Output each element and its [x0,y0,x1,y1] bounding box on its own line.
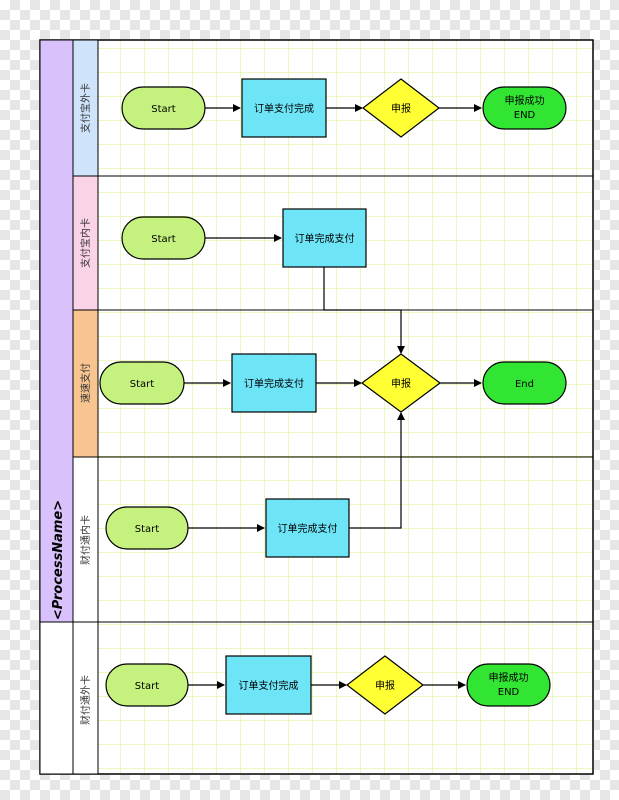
start-label: Start [135,681,160,692]
decision-label: 申报 [375,679,395,692]
start-label: Start [151,104,176,115]
lane5-decision-node[interactable]: 申报 [346,655,424,715]
lane4-process-node[interactable]: 订单完成支付 [265,498,350,558]
start-label: Start [135,524,160,535]
end-label-line2: END [514,110,536,121]
pool-title: <ProcessName> [51,500,66,620]
decision-label: 申报 [391,102,411,115]
process-label: 订单完成支付 [295,232,355,245]
lane-label-1: 支付宝外卡 [79,83,92,133]
lane4-start-node[interactable]: Start [105,506,189,550]
connector-arrow [349,412,405,529]
lane1-start-node[interactable]: Start [121,86,206,130]
lane3-decision-node[interactable]: 申报 [360,353,442,413]
end-label-line2: END [498,687,520,698]
decision-label: 申报 [391,377,411,390]
end-label-line1: 申报成功 [489,671,529,684]
start-label: Start [151,234,176,245]
lane-header-5 [72,621,99,775]
lane3-process-node[interactable]: 订单完成支付 [231,353,317,413]
lane-header-4 [72,456,99,623]
lane1-decision-node[interactable]: 申报 [362,78,440,138]
lane2-process-node[interactable]: 订单完成支付 [282,208,367,268]
end-label: End [515,379,534,390]
process-label: 订单支付完成 [254,102,314,115]
lane-label-2: 支付宝内卡 [79,218,92,268]
connector-arrow [323,267,405,354]
lane-header-2 [72,175,99,311]
process-label: 订单完成支付 [278,522,338,535]
pool-header [39,39,74,623]
lane3-end-node[interactable]: End [482,361,567,405]
process-label: 订单完成支付 [244,377,304,390]
lane5-start-node[interactable]: Start [105,663,189,707]
lane2-start-node[interactable]: Start [121,216,206,260]
lane3-start-node[interactable]: Start [99,361,185,405]
lane-label-5: 财付通外卡 [79,675,92,725]
start-label: Start [130,379,155,390]
process-label: 订单支付完成 [239,679,299,692]
lane1-process-node[interactable]: 订单支付完成 [241,78,327,138]
lane1-end-node[interactable]: 申报成功 END [482,86,567,130]
pool-header-bottom [39,621,74,775]
lane-label-4: 财付通内卡 [79,515,92,565]
lane-label-3: 速速支付 [79,363,92,403]
lane5-end-node[interactable]: 申报成功 END [466,663,551,707]
connectors [184,104,482,689]
end-label-line1: 申报成功 [505,94,545,107]
lane5-process-node[interactable]: 订单支付完成 [225,655,312,715]
